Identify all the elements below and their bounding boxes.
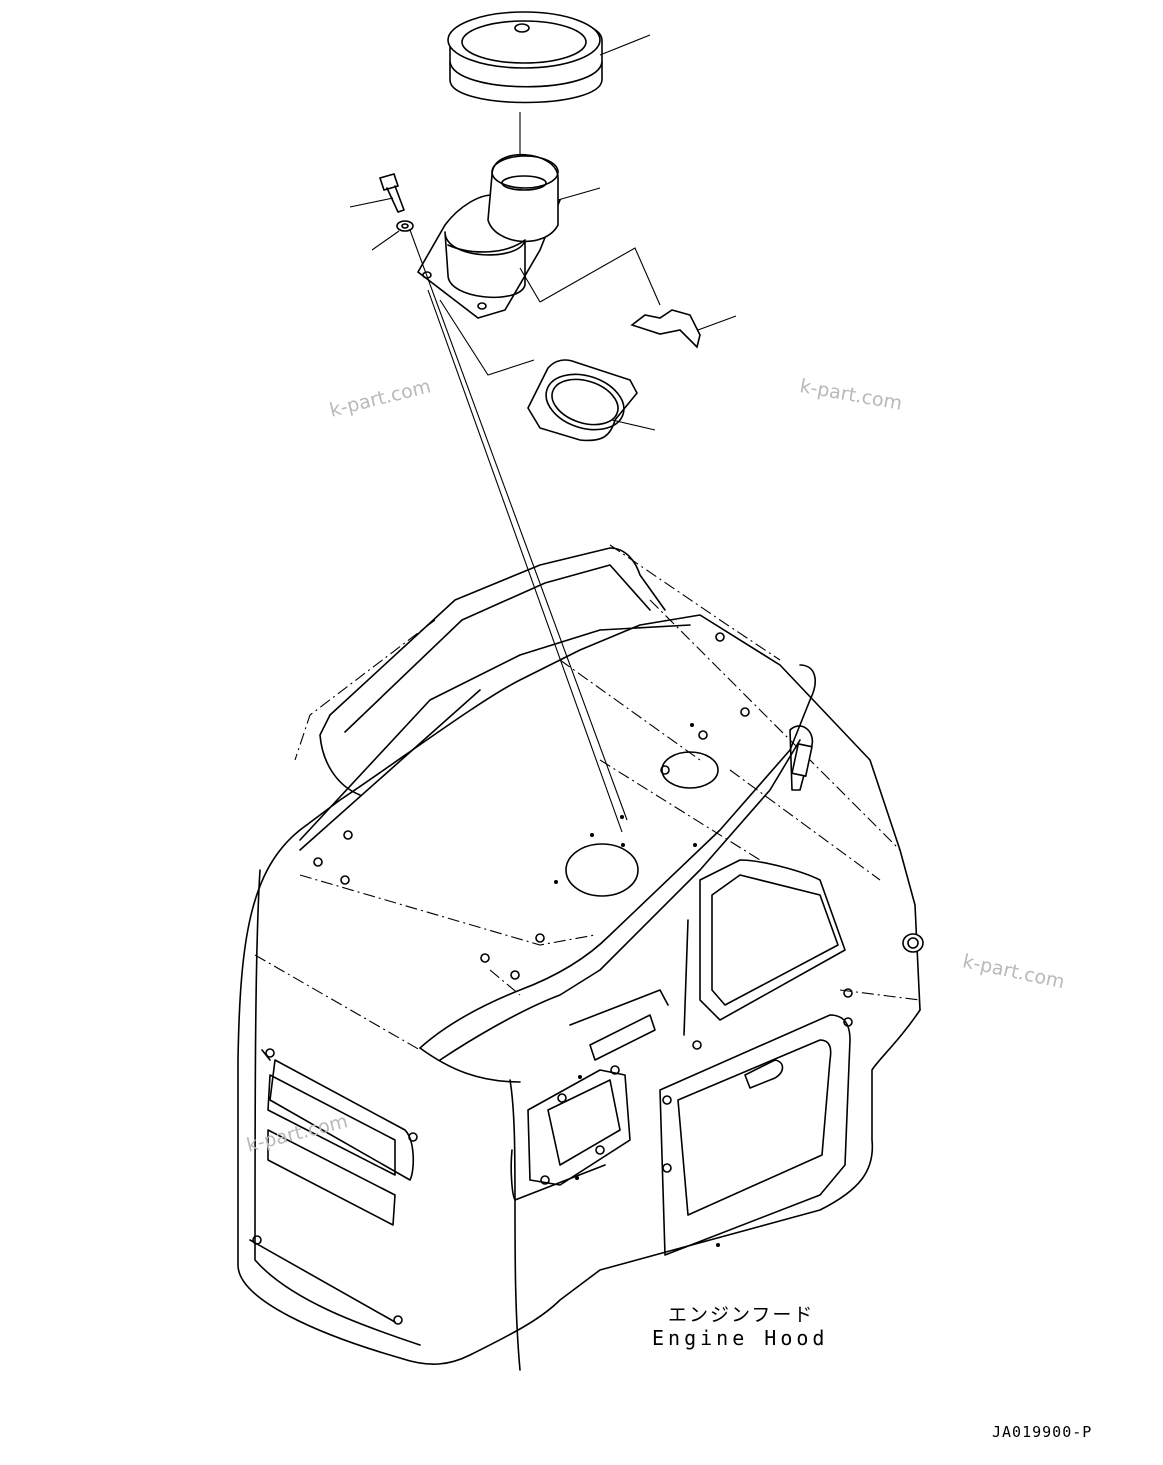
pipe-icon bbox=[416, 153, 661, 319]
engine-hood-icon bbox=[237, 544, 924, 1371]
cap-icon bbox=[447, 11, 651, 162]
bracket-icon bbox=[630, 309, 737, 349]
title-english: Engine Hood bbox=[652, 1326, 829, 1350]
washer-icon bbox=[371, 220, 414, 251]
bolt-icon bbox=[349, 173, 405, 213]
title-japanese: エンジンフード bbox=[668, 1304, 815, 1326]
drawing-code: JA019900-P bbox=[992, 1423, 1093, 1441]
gasket-icon bbox=[439, 299, 656, 442]
hood-bolts bbox=[252, 632, 853, 1325]
